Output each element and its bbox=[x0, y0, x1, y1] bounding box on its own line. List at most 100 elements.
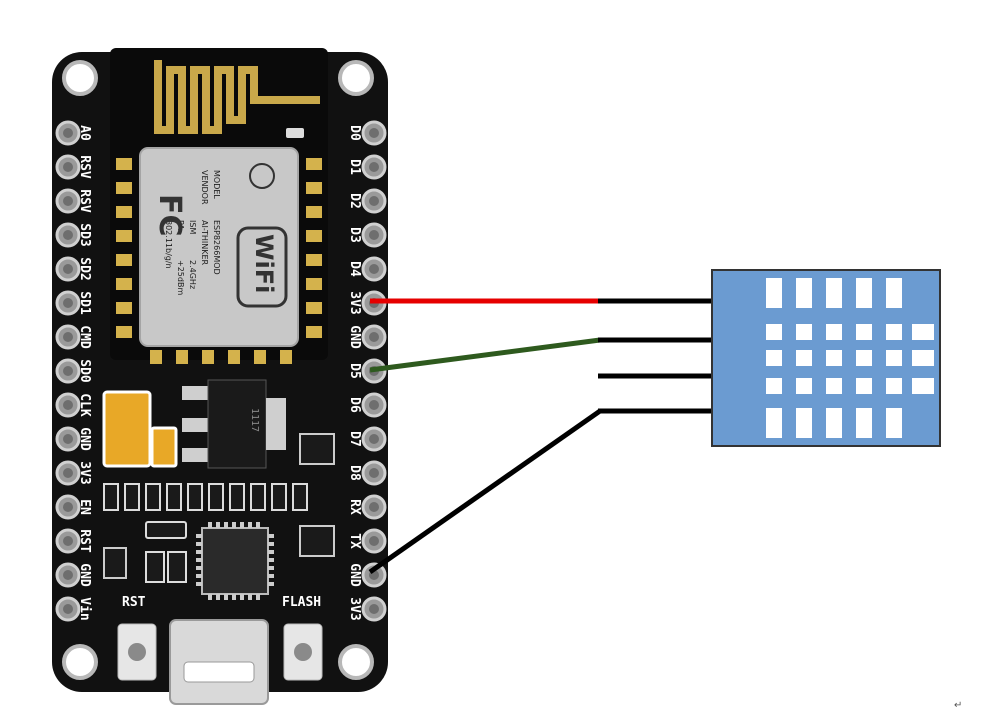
module-pad bbox=[176, 350, 188, 364]
smd-resistor bbox=[124, 483, 140, 511]
voltage-regulator: 1117 bbox=[182, 379, 286, 469]
module-pad bbox=[116, 254, 132, 266]
pin-label: D8 bbox=[347, 465, 362, 481]
rst-button[interactable] bbox=[117, 623, 157, 681]
pin-rsv[interactable]: RSV bbox=[55, 154, 92, 180]
mounting-hole bbox=[62, 644, 98, 680]
mounting-hole bbox=[62, 60, 98, 96]
flash-button-label: FLASH bbox=[282, 595, 321, 610]
resistor bbox=[167, 551, 187, 583]
pin-tx[interactable]: TX bbox=[347, 528, 387, 554]
module-vendor-value: AI-THINKER bbox=[200, 220, 209, 266]
pin-label: D0 bbox=[347, 125, 362, 141]
module-pad bbox=[116, 182, 132, 194]
small-capacitor bbox=[150, 426, 178, 468]
pin-clk[interactable]: CLK bbox=[55, 392, 92, 418]
pin-label: 3V3 bbox=[77, 461, 92, 484]
pin-en[interactable]: EN bbox=[55, 494, 92, 520]
module-pad bbox=[202, 350, 214, 364]
module-freq-value: 2.4GHz bbox=[188, 260, 197, 289]
pin-d2[interactable]: D2 bbox=[347, 188, 387, 214]
pin-label: D5 bbox=[347, 363, 362, 379]
micro-usb-port[interactable] bbox=[169, 619, 269, 705]
pin-d4[interactable]: D4 bbox=[347, 256, 387, 282]
pin-3v3[interactable]: 3V3 bbox=[55, 460, 92, 486]
module-pad bbox=[280, 350, 292, 364]
pin-label: SD3 bbox=[77, 223, 92, 246]
pin-d7[interactable]: D7 bbox=[347, 426, 387, 452]
module-pad bbox=[306, 182, 322, 194]
module-pad bbox=[306, 158, 322, 170]
pin-a0[interactable]: A0 bbox=[55, 120, 92, 146]
pin-rx[interactable]: RX bbox=[347, 494, 387, 520]
pin-gnd[interactable]: GND bbox=[347, 562, 387, 588]
regulator-label: 1117 bbox=[249, 408, 260, 432]
module-pad bbox=[116, 158, 132, 170]
pin-label: D4 bbox=[347, 261, 362, 277]
smd-resistor bbox=[145, 483, 161, 511]
module-model-label: MODEL bbox=[212, 170, 221, 199]
transistor bbox=[299, 433, 335, 465]
pin-d0[interactable]: D0 bbox=[347, 120, 387, 146]
pin-label: RSV bbox=[77, 155, 92, 179]
svg-text:WiFi: WiFi bbox=[250, 234, 278, 293]
pin-gnd[interactable]: GND bbox=[55, 426, 92, 452]
module-model-value: ESP8266MOD bbox=[212, 220, 221, 275]
pin-label: GND bbox=[347, 325, 362, 349]
pin-label: 3V3 bbox=[347, 291, 362, 314]
module-shield bbox=[139, 147, 299, 347]
module-pa-label: PA bbox=[176, 220, 185, 230]
dht11-sensor bbox=[598, 269, 941, 447]
smd-resistor bbox=[187, 483, 203, 511]
pin-rst[interactable]: RST bbox=[55, 528, 92, 554]
module-pad bbox=[254, 350, 266, 364]
pin-label: RST bbox=[77, 529, 92, 553]
esp-module: MODEL VENDOR ISM PA 802.11b/g/n ESP8266M… bbox=[110, 48, 328, 364]
smd-resistor bbox=[166, 483, 182, 511]
antenna-trace bbox=[154, 60, 320, 134]
pin-rsv[interactable]: RSV bbox=[55, 188, 92, 214]
pin-sd1[interactable]: SD1 bbox=[55, 290, 92, 316]
transistor bbox=[299, 525, 335, 557]
pin-label: A0 bbox=[77, 125, 92, 141]
wires bbox=[368, 298, 602, 575]
pin-label: SD0 bbox=[77, 359, 92, 383]
pin-gnd[interactable]: GND bbox=[347, 324, 387, 350]
smd-resistor-row bbox=[103, 483, 308, 511]
module-standard-label: 802.11b/g/n bbox=[164, 220, 173, 269]
rst-button-label: RST bbox=[122, 595, 146, 610]
pin-label: D2 bbox=[347, 193, 362, 209]
return-mark: ↵ bbox=[954, 700, 963, 711]
tantalum-capacitor bbox=[102, 390, 152, 468]
pin-vin[interactable]: Vin bbox=[55, 596, 92, 622]
pin-label: D3 bbox=[347, 227, 362, 243]
pin-3v3[interactable]: 3V3 bbox=[347, 596, 387, 622]
pin-d1[interactable]: D1 bbox=[347, 154, 387, 180]
pin-label: RSV bbox=[77, 189, 92, 213]
pin-gnd[interactable]: GND bbox=[55, 562, 92, 588]
pin-label: CMD bbox=[77, 325, 92, 349]
pin-d6[interactable]: D6 bbox=[347, 392, 387, 418]
pin-sd2[interactable]: SD2 bbox=[55, 256, 92, 282]
transistor bbox=[103, 547, 127, 579]
module-pad bbox=[306, 278, 322, 290]
module-pad bbox=[306, 254, 322, 266]
pin-label: 3V3 bbox=[347, 597, 362, 620]
module-pad bbox=[306, 302, 322, 314]
module-pad bbox=[116, 326, 132, 338]
usb-uart-chip bbox=[196, 522, 274, 600]
smd-resistor bbox=[271, 483, 287, 511]
pin-sd3[interactable]: SD3 bbox=[55, 222, 92, 248]
pin-d3[interactable]: D3 bbox=[347, 222, 387, 248]
module-power-value: +25dBm bbox=[176, 260, 185, 295]
module-pads bbox=[116, 158, 322, 364]
pin-sd0[interactable]: SD0 bbox=[55, 358, 92, 384]
pin-d8[interactable]: D8 bbox=[347, 460, 387, 486]
mounting-hole bbox=[338, 644, 374, 680]
pin-cmd[interactable]: CMD bbox=[55, 324, 92, 350]
flash-button[interactable] bbox=[283, 623, 323, 681]
module-pad bbox=[116, 302, 132, 314]
